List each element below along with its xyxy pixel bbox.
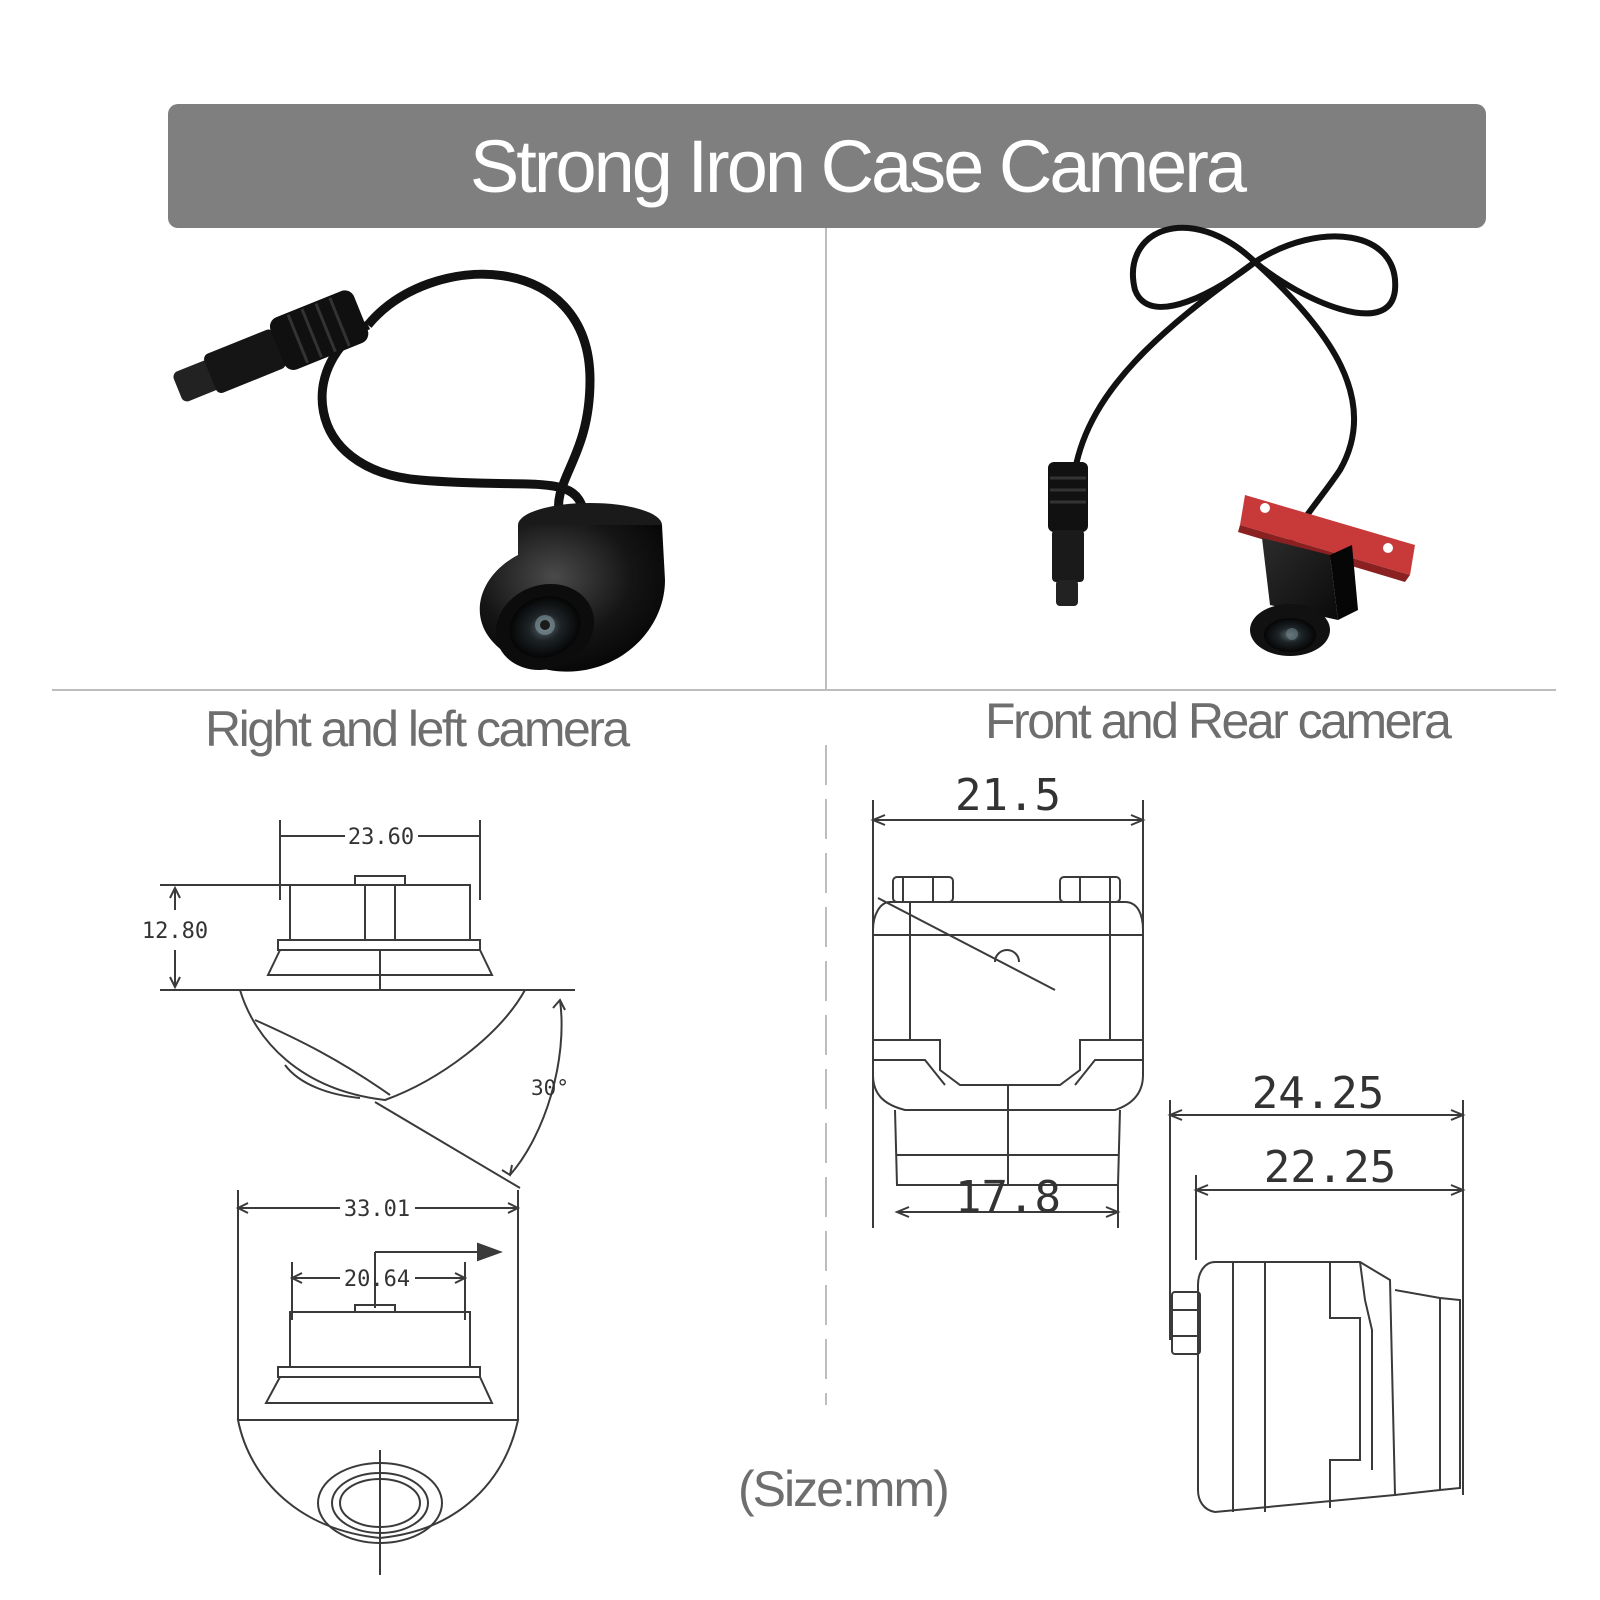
box-camera-photo — [1048, 224, 1415, 656]
dim-side-angle: 30° — [531, 1076, 569, 1100]
title-banner: Strong Iron Case Camera — [168, 104, 1486, 228]
side-camera-photo — [173, 269, 665, 672]
dim-side-total-width: 33.01 — [344, 1197, 410, 1222]
side-camera-drawing — [160, 820, 575, 1575]
dim-rear-depth-outer: 24.25 — [1252, 1068, 1384, 1119]
section-label-front-rear-camera: Front and Rear camera — [985, 693, 1452, 749]
dim-rear-depth-inner: 22.25 — [1264, 1142, 1396, 1193]
box-camera-side-drawing — [1167, 1100, 1466, 1514]
dim-side-top-width: 23.60 — [348, 825, 414, 850]
dim-front-width: 21.5 — [955, 770, 1061, 821]
size-unit-note: (Size:mm) — [738, 1461, 950, 1517]
divider-lines — [52, 228, 1556, 1405]
banner-title: Strong Iron Case Camera — [469, 124, 1247, 208]
dim-front-bottom-width: 17.8 — [955, 1172, 1061, 1223]
dim-side-height: 12.80 — [142, 919, 208, 944]
section-label-side-camera: Right and left camera — [205, 701, 630, 757]
dim-side-inner-width: 20.64 — [344, 1267, 410, 1292]
box-camera-front-drawing — [870, 800, 1146, 1228]
